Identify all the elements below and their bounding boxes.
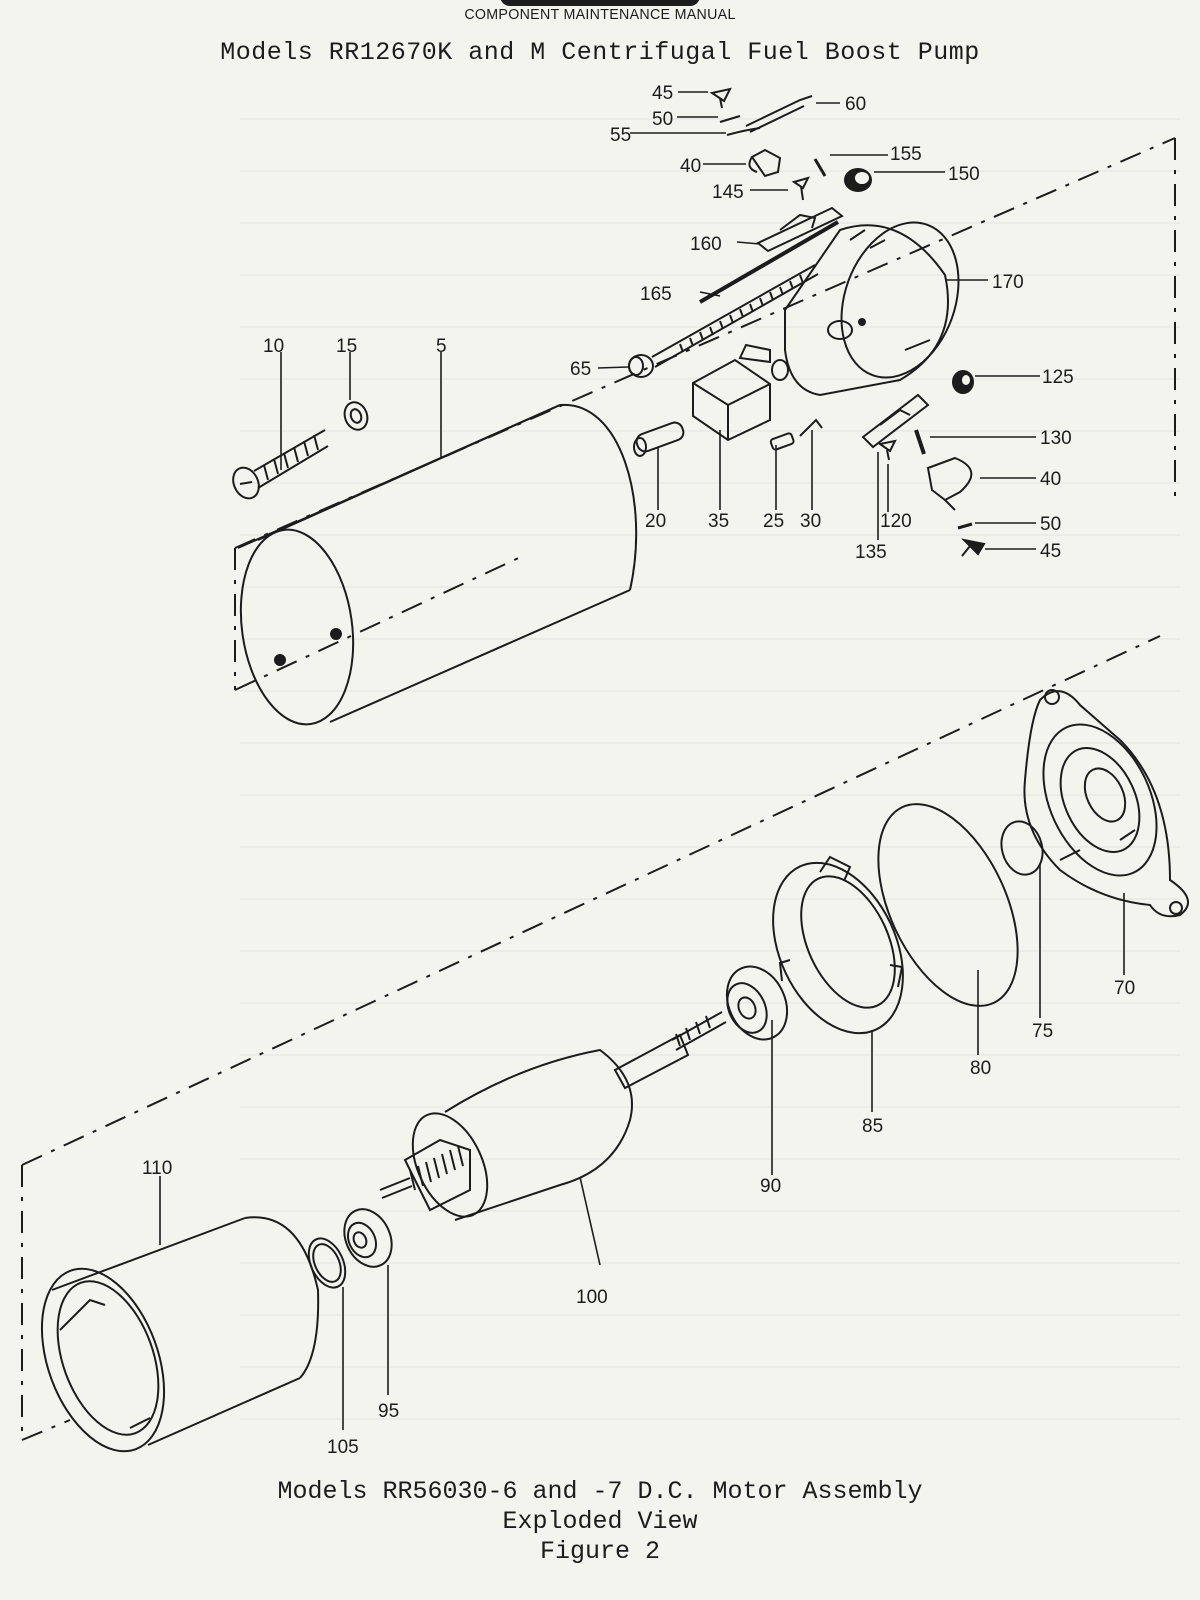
callout-30: 30 (800, 511, 821, 532)
part-45-screw-top (709, 87, 732, 109)
callout-20: 20 (645, 511, 666, 532)
brand-logo (500, 0, 700, 6)
part-15-washer (343, 401, 369, 431)
callout-80: 80 (970, 1058, 991, 1079)
callout-40-top: 40 (680, 156, 701, 177)
callout-130: 130 (1040, 428, 1072, 449)
callout-5: 5 (436, 336, 447, 357)
manual-name: COMPONENT MAINTENANCE MANUAL (464, 6, 736, 23)
callout-85: 85 (862, 1116, 883, 1137)
part-160-brush-holder (756, 206, 844, 253)
callout-150: 150 (948, 164, 980, 185)
caption-line-2: Exploded View (502, 1507, 698, 1536)
callout-120: 120 (880, 511, 912, 532)
caption-line-1: Models RR56030-6 and -7 D.C. Motor Assem… (277, 1477, 923, 1506)
part-90-bearing (725, 965, 789, 1041)
callout-50-top: 50 (652, 109, 673, 130)
callout-170: 170 (992, 272, 1024, 293)
manual-header: COMPONENT MAINTENANCE MANUAL (0, 0, 1200, 23)
part-10-screw (232, 429, 329, 500)
caption-line-3: Figure 2 (539, 1537, 661, 1566)
callout-65: 65 (570, 359, 591, 380)
part-75-o-ring (1000, 820, 1044, 876)
part-85-retainer (772, 855, 904, 1035)
callout-15: 15 (336, 336, 357, 357)
assembly-frame-lines (21, 137, 1176, 1441)
part-20-sleeve (633, 421, 685, 457)
part-80-o-ring (877, 803, 1019, 1007)
part-165-tie-rod (651, 220, 840, 368)
part-45-screw-bottom (960, 538, 986, 557)
part-25-brush (769, 432, 795, 451)
callout-90: 90 (760, 1176, 781, 1197)
part-155-pin (813, 158, 827, 177)
part-50-washer-top (719, 115, 741, 123)
callout-160: 160 (690, 234, 722, 255)
part-35-brush-block (692, 343, 789, 442)
part-40-terminal-bottom (926, 456, 973, 511)
part-120-screw (877, 439, 897, 461)
callout-45-bottom: 45 (1040, 541, 1061, 562)
part-130-pin (914, 429, 926, 455)
callout-100: 100 (576, 1287, 608, 1308)
part-60-lead-wire (745, 95, 813, 133)
document-title: Models RR12670K and M Centrifugal Fuel B… (220, 38, 980, 67)
part-30-spring (799, 418, 823, 437)
callout-25: 25 (763, 511, 784, 532)
part-150-cap (844, 168, 872, 192)
callout-145: 145 (712, 182, 744, 203)
callout-110: 110 (142, 1158, 172, 1179)
callout-55: 55 (610, 125, 631, 146)
callout-135: 135 (855, 542, 887, 563)
callout-45-top: 45 (652, 83, 673, 104)
callout-35: 35 (708, 511, 729, 532)
part-50-washer-bottom (957, 522, 973, 530)
callout-75: 75 (1032, 1021, 1053, 1042)
callout-labels: 10 15 5 20 35 25 30 135 120 65 165 160 1… (142, 83, 1135, 1458)
callout-95: 95 (378, 1401, 399, 1422)
part-65-nut (628, 354, 654, 378)
figure-caption: Models RR56030-6 and -7 D.C. Motor Assem… (0, 1477, 1200, 1567)
part-70-flange-housing (1023, 689, 1189, 918)
callout-leader-lines (159, 91, 1125, 1430)
callout-165: 165 (640, 284, 672, 305)
callout-10: 10 (263, 336, 284, 357)
callout-70: 70 (1114, 978, 1135, 999)
callout-125: 125 (1042, 367, 1074, 388)
callout-155: 155 (890, 144, 922, 165)
part-95-bearing (343, 1208, 393, 1268)
part-100-armature (379, 1011, 727, 1221)
callout-60: 60 (845, 94, 866, 115)
part-110-housing (40, 1216, 320, 1453)
callout-50-bottom: 50 (1040, 514, 1061, 535)
part-145-screw (791, 176, 810, 201)
callout-40-bottom: 40 (1040, 469, 1061, 490)
part-125-terminal-nut (952, 370, 974, 394)
part-170-end-bell (784, 221, 960, 397)
part-135-brush-holder (861, 393, 930, 449)
part-40-terminal-top (748, 148, 782, 178)
part-5-frame-cylinder (237, 403, 638, 726)
callout-105: 105 (327, 1437, 359, 1458)
